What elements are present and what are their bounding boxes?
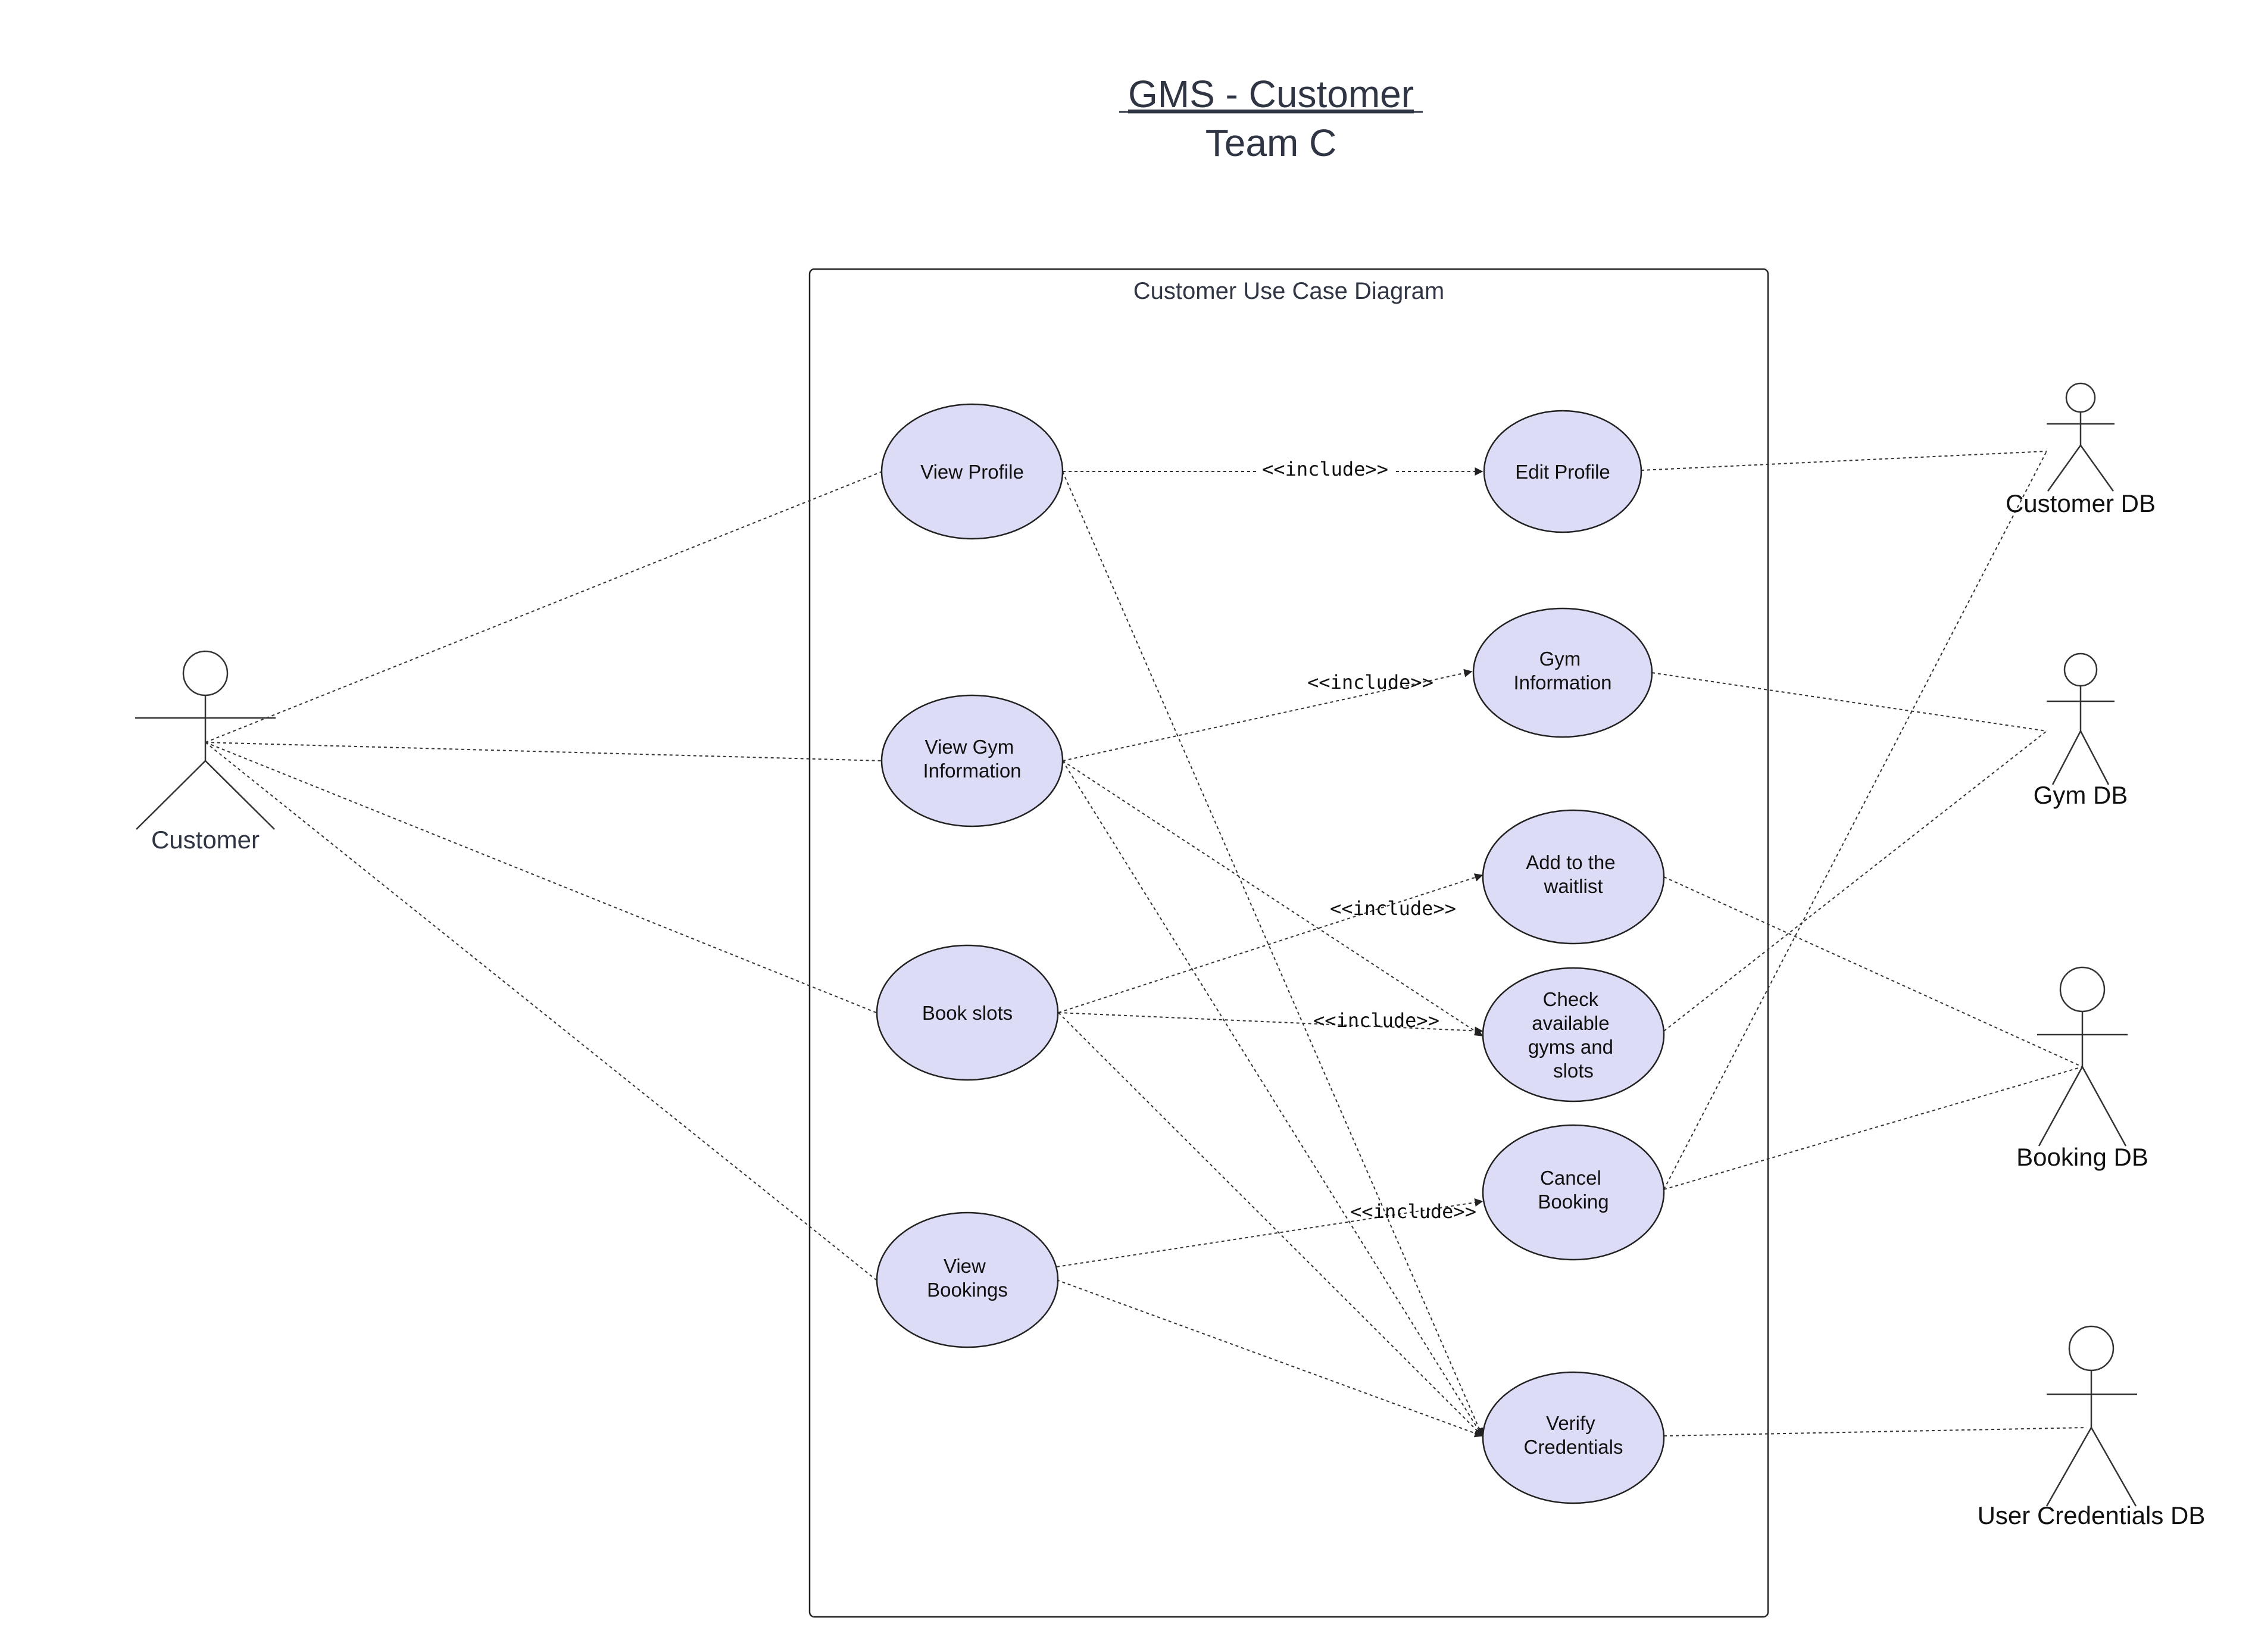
assoc-waitlist-booking-db: [1663, 876, 2083, 1067]
assoc-verify-credentials-user-db: [1663, 1427, 2087, 1436]
assoc-cancel-booking-customer-db: [1663, 451, 2047, 1190]
usecase-label: Cancel: [1540, 1167, 1601, 1189]
include-book-slots-waitlist: [1058, 873, 1483, 1013]
usecase-label: Booking: [1538, 1191, 1609, 1213]
stick-figure-icon: [2047, 382, 2115, 492]
usecase-label: Verify: [1546, 1412, 1595, 1434]
assoc-customer-view-profile: [205, 471, 883, 743]
usecase-label: Gym: [1539, 648, 1581, 670]
usecase-view-profile[interactable]: View Profile: [880, 403, 1064, 540]
include-label-check-available: <<include>>: [1313, 1009, 1439, 1032]
include-label-waitlist: <<include>>: [1330, 897, 1456, 920]
actor-booking-db[interactable]: Booking DB: [2016, 966, 2148, 1171]
actor-label: Gym DB: [2034, 781, 2128, 809]
svg-text:Add to the waitlist: Add to the waitlist: [1526, 851, 1621, 897]
association-lines: [205, 451, 2087, 1436]
actor-customer[interactable]: Customer: [135, 650, 276, 854]
assoc-customer-view-gym-info: [205, 742, 883, 761]
assoc-cancel-booking-booking-db: [1663, 1066, 2083, 1190]
usecase-gym-information[interactable]: Gym Information: [1472, 607, 1653, 738]
usecase-label: Credentials: [1524, 1436, 1623, 1458]
usecase-label: Information: [923, 760, 1021, 782]
include-view-gym-verify: [1062, 760, 1483, 1437]
svg-text:Check available gy: Check available gyms and slots: [1528, 988, 1619, 1082]
usecase-add-to-waitlist[interactable]: Add to the waitlist: [1482, 809, 1665, 945]
actor-label: Booking DB: [2016, 1143, 2148, 1171]
usecase-label: slots: [1553, 1060, 1594, 1082]
assoc-gym-info-gym-db: [1651, 672, 2047, 732]
assoc-check-available-gym-db: [1663, 730, 2047, 1032]
usecase-label: Edit Profile: [1515, 461, 1610, 483]
usecase-label: Information: [1513, 672, 1611, 694]
include-label-gym-info: <<include>>: [1307, 671, 1433, 694]
page-title: GMS - Customer: [1128, 73, 1414, 115]
usecase-label: available: [1532, 1012, 1609, 1034]
include-view-bookings-verify: [1056, 1279, 1483, 1438]
assoc-customer-view-bookings: [205, 742, 877, 1281]
actor-label: Customer DB: [2006, 489, 2156, 517]
include-label-edit-profile: <<include>>: [1262, 458, 1388, 480]
usecase-label: Bookings: [927, 1279, 1008, 1301]
usecase-view-bookings[interactable]: View Bookings: [876, 1211, 1059, 1348]
actor-customer-db[interactable]: Customer DB: [2006, 382, 2156, 517]
usecase-label: View: [944, 1255, 986, 1277]
svg-text:Gym Information: Gym Information: [1513, 648, 1611, 694]
svg-text:Cancel Booking: Cancel Booking: [1538, 1167, 1609, 1213]
svg-text:Book slots: Book slots: [922, 1002, 1013, 1024]
svg-text:Edit Profile: Edit Profile: [1515, 461, 1610, 483]
usecase-cancel-booking[interactable]: Cancel Booking: [1482, 1124, 1665, 1261]
stick-figure-icon: [135, 650, 276, 830]
usecase-edit-profile[interactable]: Edit Profile: [1483, 410, 1642, 533]
assoc-customer-book-slots: [205, 742, 877, 1013]
usecase-book-slots[interactable]: Book slots: [876, 944, 1059, 1081]
usecase-label: View Gym: [925, 736, 1014, 758]
usecase-label: Add to the: [1526, 851, 1615, 873]
actor-user-credentials-db[interactable]: User Credentials DB: [1978, 1325, 2206, 1529]
assoc-edit-profile-customer-db: [1641, 451, 2047, 471]
include-lines: [1056, 467, 1483, 1438]
stick-figure-icon: [2037, 966, 2128, 1147]
usecase-label: waitlist: [1543, 875, 1603, 897]
usecase-label: Book slots: [922, 1002, 1013, 1024]
include-labels: <<include>> <<include>> <<include>> <<in…: [1257, 458, 1476, 1223]
include-book-slots-check-available: [1058, 1012, 1483, 1035]
include-label-cancel-booking: <<include>>: [1350, 1200, 1476, 1223]
usecase-label: Check: [1543, 988, 1599, 1010]
svg-text:View Bookings: View Bookings: [927, 1255, 1008, 1301]
actor-gym-db[interactable]: Gym DB: [2034, 652, 2128, 809]
actor-label: User Credentials DB: [1978, 1501, 2206, 1529]
actor-label: Customer: [151, 826, 260, 854]
include-view-profile-verify: [1062, 471, 1483, 1437]
svg-text:View Gym Information: View Gym Information: [923, 736, 1021, 782]
include-book-slots-verify: [1058, 1012, 1483, 1436]
include-view-gym-check-available: [1062, 760, 1483, 1036]
page-subtitle: Team C: [1205, 121, 1337, 164]
usecase-verify-credentials[interactable]: Verify Credentials: [1482, 1371, 1665, 1504]
system-boundary: [808, 268, 1769, 1618]
usecase-check-available-gyms-slots[interactable]: Check available gyms and slots: [1482, 967, 1665, 1103]
stick-figure-icon: [2045, 1325, 2137, 1507]
svg-text:View Profile: View Profile: [920, 461, 1024, 483]
include-view-gym-gym-info: [1062, 669, 1473, 761]
stick-figure-icon: [2047, 652, 2115, 785]
svg-text:Verify Credentials: Verify Credentials: [1524, 1412, 1623, 1458]
usecase-label: gyms and: [1528, 1036, 1613, 1058]
usecase-label: View Profile: [920, 461, 1024, 483]
include-view-bookings-cancel: [1056, 1198, 1483, 1267]
system-boundary-label: Customer Use Case Diagram: [1133, 278, 1444, 304]
usecase-view-gym-information[interactable]: View Gym Information: [880, 694, 1064, 827]
